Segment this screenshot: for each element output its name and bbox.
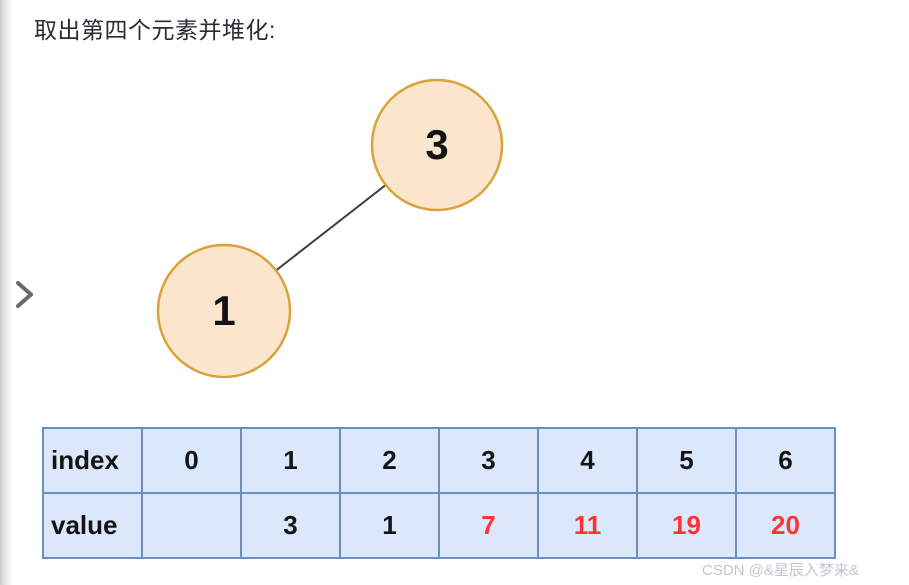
index-cell-6: 6 xyxy=(735,427,836,494)
collapse-toggle[interactable] xyxy=(14,279,38,311)
value-cell-5: 19 xyxy=(636,492,737,559)
index-cell-1: 1 xyxy=(240,427,341,494)
value-cell-0 xyxy=(141,492,242,559)
tree-node-root-label: 3 xyxy=(425,121,448,168)
index-cell-4: 4 xyxy=(537,427,638,494)
index-cell-3: 3 xyxy=(438,427,539,494)
csdn-watermark: CSDN @&星辰入梦来& xyxy=(702,562,859,579)
value-cell-6: 20 xyxy=(735,492,836,559)
value-cell-4: 11 xyxy=(537,492,638,559)
tree-node-child xyxy=(156,243,292,379)
chevron-right-icon xyxy=(14,281,38,315)
array-table: index 0 1 2 3 4 5 6 value 3 1 7 11 19 20 xyxy=(42,427,836,559)
value-cell-2: 1 xyxy=(339,492,440,559)
value-cell-3: 7 xyxy=(438,492,539,559)
index-cell-0: 0 xyxy=(141,427,242,494)
index-cell-5: 5 xyxy=(636,427,737,494)
value-row: value 3 1 7 11 19 20 xyxy=(42,492,836,559)
index-row: index 0 1 2 3 4 5 6 xyxy=(42,427,836,494)
tree-node-child-label: 1 xyxy=(212,287,235,334)
page-title: 取出第四个元素并堆化: xyxy=(34,17,276,43)
row-header-value: value xyxy=(42,492,143,559)
tree-node-root xyxy=(370,78,504,212)
row-header-index: index xyxy=(42,427,143,494)
index-cell-2: 2 xyxy=(339,427,440,494)
left-edge-gradient xyxy=(0,0,13,585)
value-cell-1: 3 xyxy=(240,492,341,559)
